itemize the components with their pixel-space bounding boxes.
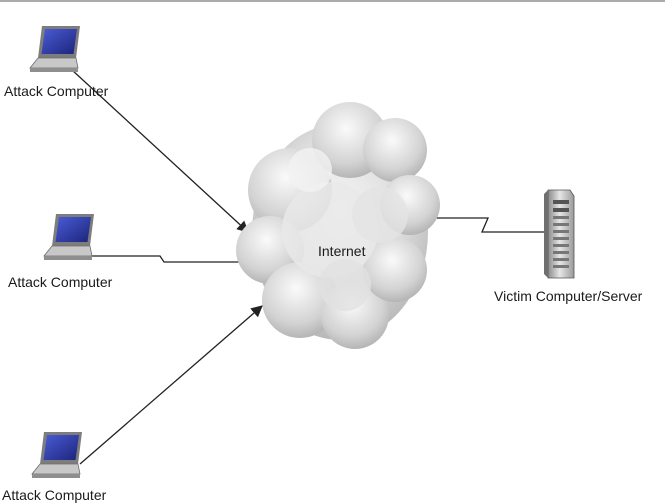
laptop-icon [31,432,82,478]
attack-computer-1-label: Attack Computer [4,83,109,99]
server-tower-icon [544,189,575,279]
internet-label: Internet [318,243,366,259]
edge-attack-3-to-internet [79,305,263,465]
laptop-icon [43,214,94,260]
attack-computer-2-label: Attack Computer [8,274,113,290]
edge-internet-to-victim [432,217,545,233]
cloud-icon [236,102,440,349]
victim-server: Victim Computer/Server [494,189,643,304]
attack-computer-3-label: Attack Computer [2,487,107,503]
internet-cloud: Internet [236,102,440,349]
victim-server-label: Victim Computer/Server [494,288,643,304]
attack-computer-3: Attack Computer [2,432,107,503]
edges [71,69,545,465]
attack-computer-1: Attack Computer [4,26,109,99]
edge-attack-1-to-internet [71,69,249,233]
edge-attack-2-to-internet [92,255,248,263]
attack-computer-2: Attack Computer [8,214,113,290]
laptop-icon [29,26,80,72]
